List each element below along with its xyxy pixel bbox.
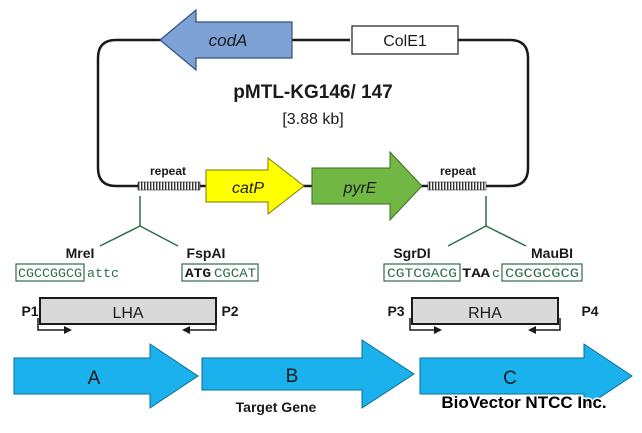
pyrE-gene-arrow: pyrE	[311, 150, 423, 222]
target-gene-label: Target Gene	[236, 399, 317, 415]
rha-homology-arm: RHA	[411, 297, 559, 325]
site-fspal: FspAI	[187, 245, 226, 261]
right-repeat	[427, 181, 487, 191]
lha-label: LHA	[112, 305, 143, 322]
codA-label: codA	[209, 31, 248, 50]
right-repeat-label: repeat	[440, 164, 476, 178]
primer-p1-label: P1	[21, 303, 38, 319]
left-seq-plain: attc	[87, 266, 119, 281]
left-site-lines	[99, 196, 179, 247]
plasmid-name: pMTL-KG146/ 147	[233, 82, 392, 103]
right-seq-boxed-1: CGTCGACG	[387, 266, 457, 281]
primer-p4-arrow	[534, 318, 561, 331]
primer-p3-label: P3	[387, 303, 404, 319]
primer-p2-arrow	[188, 318, 217, 331]
colE1-label: ColE1	[383, 33, 427, 50]
codA-gene-arrow: codA	[159, 8, 293, 72]
left-seq-boxed-1: CGCCGGCG	[18, 266, 82, 281]
site-mrel: MreI	[66, 245, 95, 261]
left-seq-start-codon: ATG	[185, 266, 211, 281]
colE1-origin: ColE1	[351, 25, 459, 55]
right-site-lines	[447, 196, 527, 247]
left-seq-boxed-2: CGCAT	[214, 266, 256, 281]
fragment-a-arrow: A	[13, 343, 199, 409]
fragment-b-label: B	[286, 366, 299, 387]
site-maubi: MauBI	[531, 245, 573, 261]
left-sequence: CGCCGGCG attc ATG CGCAT	[15, 263, 259, 282]
catP-label: catP	[232, 180, 264, 197]
primer-p3-arrow	[409, 318, 436, 331]
lha-homology-arm: LHA	[39, 297, 217, 325]
fragment-a-label: A	[88, 368, 101, 389]
catP-gene-arrow: catP	[205, 156, 305, 216]
right-sequence: CGTCGACG TAA c CGCGCGCG	[383, 263, 583, 282]
left-repeat	[137, 181, 201, 191]
fragment-c-arrow: C	[419, 343, 633, 409]
site-sgrdi: SgrDI	[393, 245, 430, 261]
left-repeat-label: repeat	[150, 164, 186, 178]
right-seq-stop-codon: TAA	[462, 266, 490, 281]
company-watermark: BioVector NTCC Inc.	[441, 393, 606, 412]
primer-p1-arrow	[37, 318, 66, 331]
right-seq-boxed-2: CGCGCGCG	[505, 266, 579, 281]
rha-label: RHA	[468, 305, 502, 322]
pyrE-label: pyrE	[343, 180, 377, 197]
primer-p2-label: P2	[221, 303, 238, 319]
right-seq-plain: c	[492, 266, 500, 281]
primer-p4-label: P4	[581, 303, 598, 319]
plasmid-size: [3.88 kb]	[282, 111, 343, 128]
fragment-b-arrow: B	[201, 339, 415, 409]
fragment-c-label: C	[503, 368, 517, 389]
